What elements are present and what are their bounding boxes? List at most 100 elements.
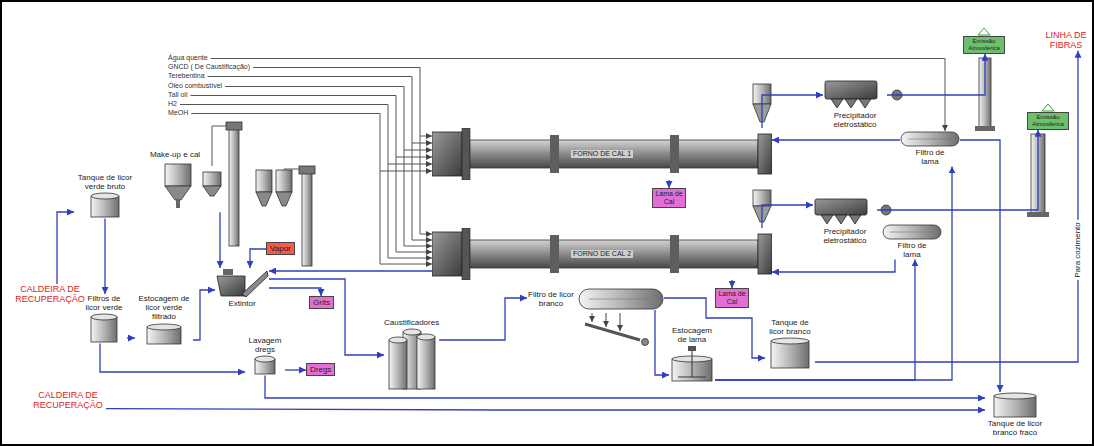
white-liquor-tank: Tanque de licor branco	[765, 318, 815, 369]
utility-line	[211, 59, 945, 132]
drawing-part	[470, 240, 758, 268]
tank-symbol	[91, 314, 117, 342]
tank-symbol	[91, 193, 119, 217]
tank-symbol	[389, 337, 407, 389]
stream-label: Emissão Atmosférica	[1030, 114, 1066, 128]
equipment-label: Filtro de licor branco	[527, 290, 575, 308]
equipment-label: FORNO DE CAL 2	[571, 250, 633, 258]
utility-line	[404, 150, 432, 151]
tank-symbol	[147, 324, 181, 344]
steam-box: Vapor	[266, 242, 295, 255]
tank-drawing	[993, 392, 1037, 418]
equipment-label: Filtros de licor verde	[81, 294, 127, 312]
flow-line	[285, 369, 306, 370]
emission-box: Emissão Atmosférica	[963, 36, 1005, 54]
flow-line	[715, 166, 952, 380]
drawing-part	[550, 135, 559, 173]
flow-line	[106, 409, 985, 410]
equipment-label: Tanque de licor branco fraco	[985, 419, 1045, 437]
drum-symbol	[883, 225, 941, 239]
flow-line	[815, 51, 1078, 362]
drawing-part	[389, 340, 407, 389]
drawing-part	[242, 271, 268, 297]
stream-label: Emissão Atmosférica	[966, 38, 1002, 52]
drawing-part	[883, 225, 941, 239]
tank-symbol	[91, 314, 117, 342]
flow-line	[877, 130, 1038, 210]
equipment-label: Tanque de licor branco	[765, 318, 815, 336]
fuel-input-label: Tall oil	[168, 91, 187, 99]
fuel-input-label: H2	[168, 100, 177, 108]
drawing-part	[758, 134, 772, 174]
kiln-symbol	[432, 128, 772, 180]
lime-silos	[256, 170, 292, 206]
slaker: Extintor	[215, 268, 269, 308]
equipment-label: Precipitador eletrostático	[825, 111, 885, 129]
utility-line	[380, 171, 432, 172]
equipment-label: Caustificadores	[384, 318, 439, 327]
tank-drawing	[90, 192, 120, 218]
flow-line	[104, 218, 105, 294]
drawing-part	[758, 234, 772, 274]
utility-line	[208, 77, 432, 241]
emission-arrow	[1042, 104, 1054, 111]
drawing-part	[432, 232, 462, 276]
drawing-part	[255, 356, 275, 362]
lime-kiln: FORNO DE CAL 2	[432, 228, 772, 280]
tank-drawing	[254, 355, 276, 375]
drawing-part	[845, 99, 857, 108]
stream-label: Lama de Cal	[655, 190, 683, 206]
clarifier-symbol	[672, 346, 712, 381]
utility-line	[412, 143, 432, 144]
drawing-part	[256, 192, 272, 206]
drawing-part	[550, 235, 559, 273]
drawing-part	[585, 324, 640, 340]
filtered-green-liquor-storage: Estocagem de licor verde filtrado	[135, 294, 193, 345]
green-liquor-filter: Filtros de licor verde	[81, 294, 127, 343]
flow-line	[219, 212, 220, 268]
drawing-part	[815, 199, 867, 215]
fuel-input-label: MeOH	[168, 109, 188, 117]
slaker-symbol	[217, 269, 268, 297]
utility-line	[388, 164, 432, 165]
slaker-drawing	[215, 268, 269, 298]
drawing-part	[771, 341, 809, 368]
grits-box: Grits	[309, 296, 334, 309]
drawing-part	[771, 338, 809, 344]
drawing-part	[417, 334, 435, 340]
fuel-input-label: Água quente	[168, 54, 208, 62]
drawing-part	[620, 313, 621, 331]
flow-line	[269, 270, 432, 271]
drum-drawing	[900, 131, 960, 147]
utility-line	[180, 105, 432, 259]
utility-line	[396, 157, 432, 158]
drawing-part	[975, 126, 995, 131]
tank-drawing	[146, 323, 182, 345]
drawing-part	[462, 228, 470, 280]
drum-drawing	[882, 224, 942, 240]
emission-arrow	[978, 28, 990, 35]
drawing-part	[91, 193, 119, 199]
drawing-part	[688, 346, 696, 351]
lime-mud-box: Lama de Cal	[652, 188, 686, 208]
drawing-part	[678, 377, 706, 378]
drawing-part	[821, 215, 833, 224]
utility-line	[420, 136, 432, 137]
flow-line	[772, 139, 900, 140]
fuel-input-label: Terebentina	[168, 72, 205, 80]
tank-drawing	[90, 313, 118, 343]
tank-symbol	[147, 324, 181, 344]
tank-symbol	[255, 356, 275, 374]
drawing-part	[579, 289, 663, 309]
drawing-part	[908, 139, 952, 140]
utility-line	[253, 68, 432, 235]
equipment-label: Lavagem dregs	[245, 336, 285, 354]
drawing-part	[849, 215, 861, 224]
flow-destination-label: CALDEIRA DE RECUPERAÇÃO	[12, 284, 88, 305]
hoppers-symbol	[165, 164, 221, 208]
flow-line	[772, 259, 895, 272]
drawing-part	[835, 215, 847, 224]
drawing-part	[670, 235, 679, 273]
